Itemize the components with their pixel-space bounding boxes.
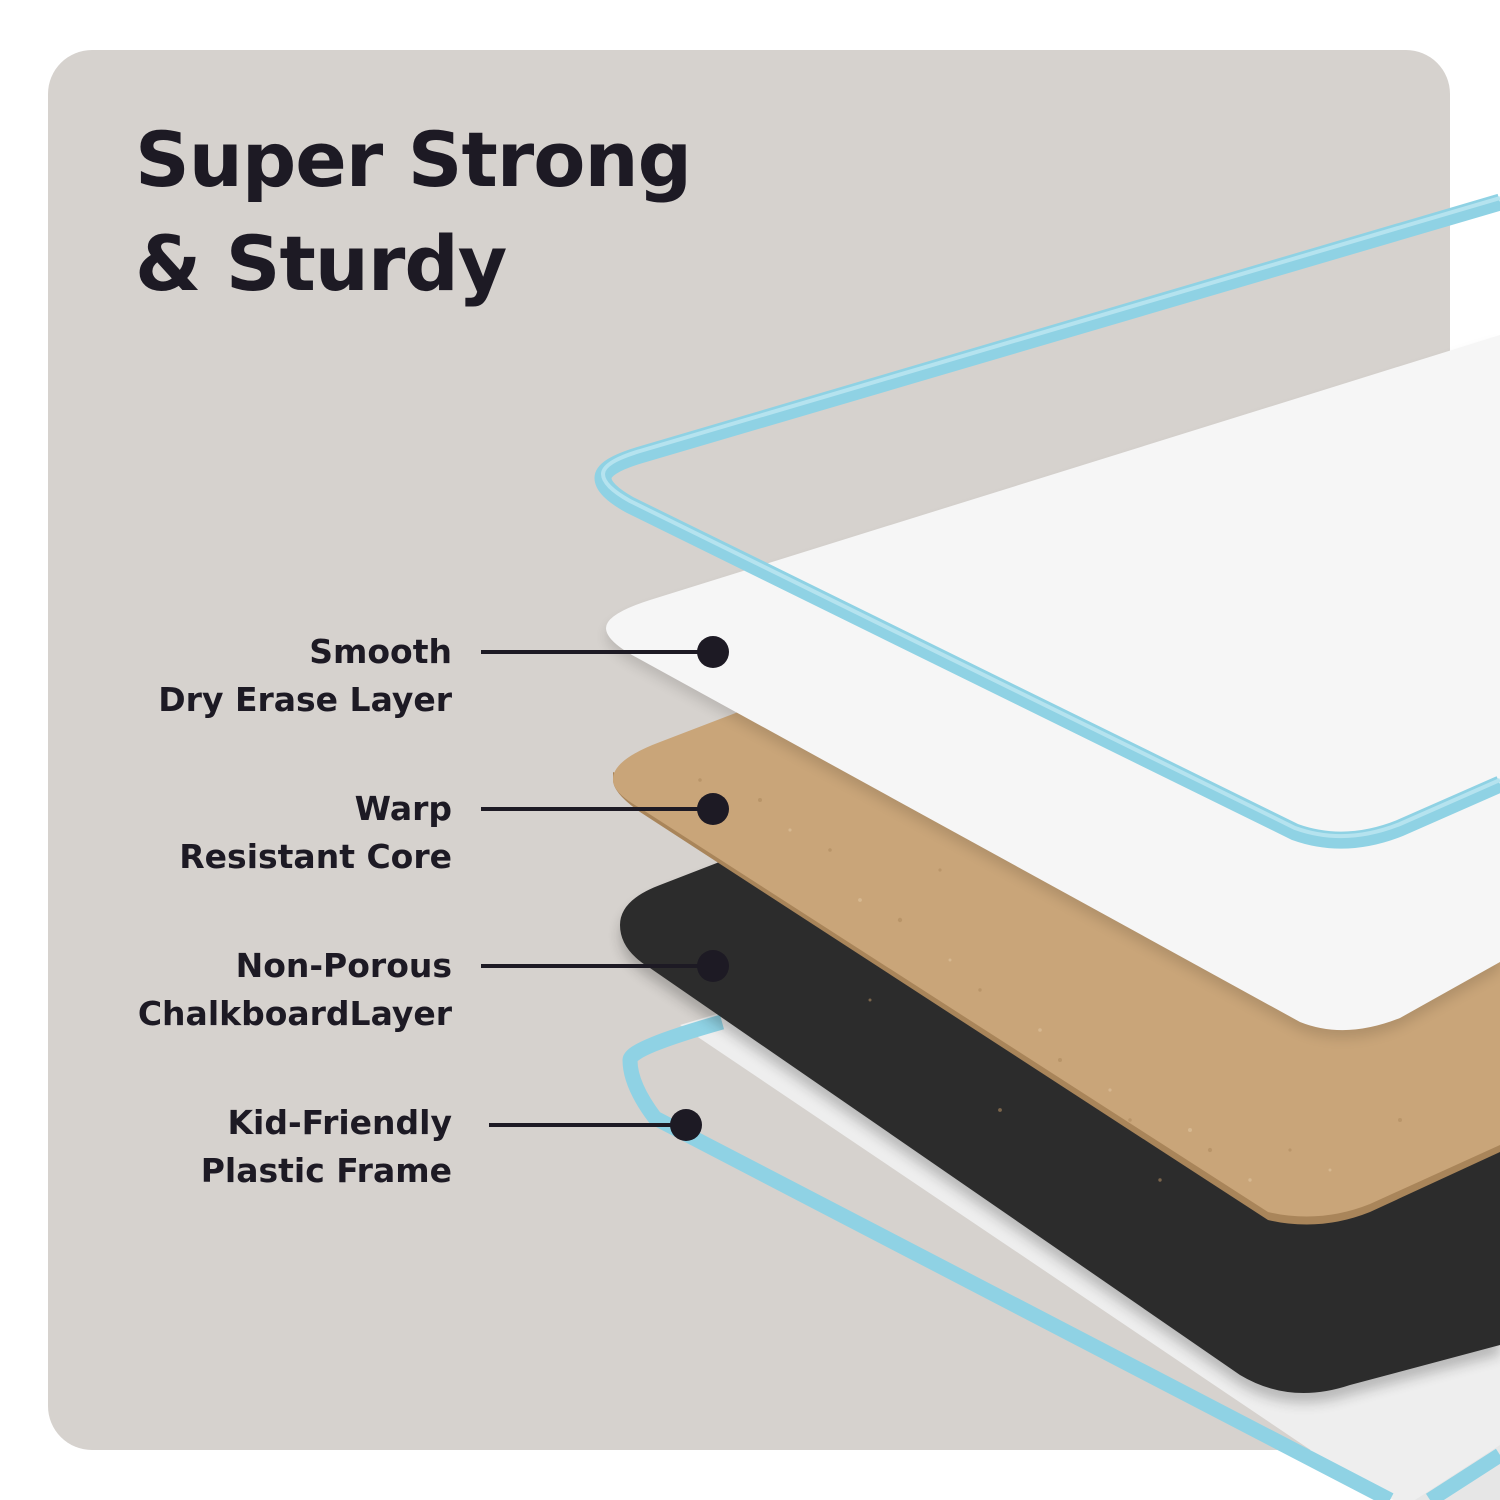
leader-dot-dry-erase (697, 636, 729, 668)
callout-label-dry-erase: Smooth Dry Erase Layer (158, 628, 452, 724)
callout-line-2: ChalkboardLayer (137, 994, 452, 1033)
leader-dot-core (697, 793, 729, 825)
callout-line-1: Smooth (309, 632, 452, 671)
top-plastic-frame (594, 193, 1500, 849)
page-title: Super Strong & Sturdy (135, 108, 692, 316)
callout-line-2: Resistant Core (179, 837, 452, 876)
callout-leaders (481, 636, 729, 1141)
title-line-1: Super Strong (135, 115, 692, 204)
callout-label-frame: Kid-Friendly Plastic Frame (201, 1099, 452, 1195)
callout-line-1: Non-Porous (235, 946, 452, 985)
callout-label-core: Warp Resistant Core (179, 785, 452, 881)
callout-line-1: Warp (354, 789, 452, 828)
dry-erase-layer (606, 335, 1500, 1039)
title-line-2: & Sturdy (135, 219, 507, 308)
callout-line-1: Kid-Friendly (227, 1103, 452, 1142)
callout-label-chalkboard: Non-Porous ChalkboardLayer (138, 942, 452, 1038)
leader-dot-chalkboard (697, 950, 729, 982)
leader-dot-frame (670, 1109, 702, 1141)
callout-line-2: Dry Erase Layer (158, 680, 452, 719)
callout-line-2: Plastic Frame (200, 1151, 452, 1190)
